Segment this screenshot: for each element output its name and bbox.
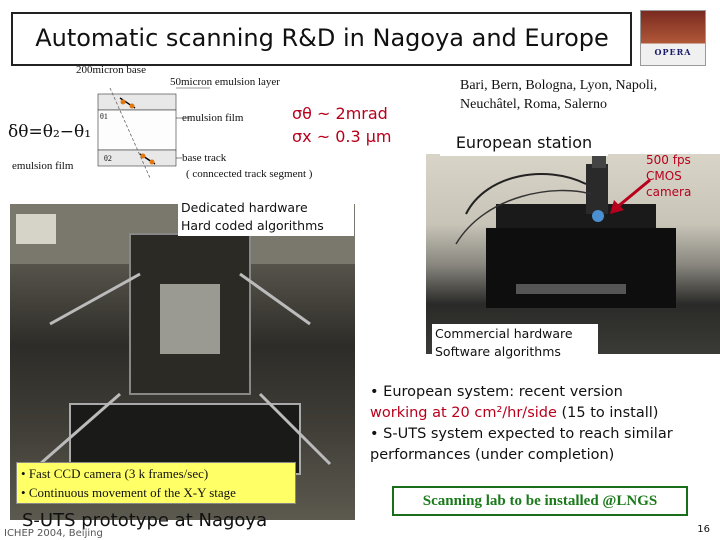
camera-label: 500 fps CMOS camera [646, 153, 692, 199]
ccd-item-1-text: Fast CCD camera (3 k frames/sec) [28, 466, 209, 481]
bullet-1-suffix: (15 to install) [556, 405, 659, 421]
dedicated-label: Dedicated hardware Hard coded algorithms [178, 198, 354, 236]
commercial-line-1: Commercial hardware [435, 326, 573, 341]
grain-2 [129, 103, 135, 109]
bullet-2: • S-UTS system expected to reach similar… [370, 426, 673, 463]
bullet-1: • European system: recent version workin… [370, 382, 718, 424]
basetrack-label: base track [182, 152, 227, 164]
base-label: 200micron base [76, 64, 146, 76]
ccd-item-2: • Continuous movement of the X-Y stage [21, 485, 236, 500]
page-number: 16 [697, 524, 710, 535]
strut-4 [258, 392, 332, 466]
camera-head [592, 154, 606, 168]
commercial-label: Commercial hardware Software algorithms [432, 324, 598, 362]
dedicated-line-1: Dedicated hardware [181, 200, 308, 215]
xy-stage-base [516, 284, 626, 294]
camera-body [586, 164, 608, 214]
commercial-line-2: Software algorithms [435, 344, 561, 359]
ccd-item-1: • Fast CCD camera (3 k frames/sec) [21, 466, 209, 481]
strut-1 [49, 272, 141, 326]
conference-label: ICHEP 2004, Beijing [4, 528, 103, 539]
page-title: Automatic scanning R&D in Nagoya and Eur… [35, 24, 609, 52]
resolution-box: σθ ~ 2mrad σx ~ 0.3 μm [284, 100, 432, 162]
sigma-x: σx ~ 0.3 μm [292, 127, 392, 146]
ccd-features-box: • Fast CCD camera (3 k frames/sec) • Con… [16, 462, 296, 504]
strut-3 [39, 392, 121, 466]
layer-label: 50micron emulsion layer [170, 76, 280, 88]
top-emulsion-layer [97, 93, 177, 111]
sigma-theta: σθ ~ 2mrad [292, 104, 388, 123]
strut-2 [239, 272, 311, 326]
plastic-base [97, 109, 177, 151]
cable-2 [455, 189, 592, 245]
suts-caption: S-UTS prototype at Nagoya [22, 510, 268, 531]
opera-logo-icon: OPERA [640, 10, 706, 66]
monitor [16, 214, 56, 244]
ccd-item-2-text: Continuous movement of the X-Y stage [28, 485, 236, 500]
lngs-box: Scanning lab to be installed @LNGS [392, 486, 688, 516]
bullet-list: • European system: recent version workin… [370, 382, 718, 466]
theta1-label: θ1 [100, 112, 108, 121]
objective-lens [592, 210, 604, 222]
grain-3 [140, 153, 146, 159]
bullet-1-prefix: • European system: recent version [370, 384, 623, 400]
stage-body [486, 228, 676, 308]
cities-list: Bari, Bern, Bologna, Lyon, Napoli, Neuch… [460, 78, 658, 112]
emulsion-diagram: 200micron base 50micron emulsion layer e… [10, 64, 340, 196]
bullet-1-highlight: working at 20 cm²/hr/side [370, 405, 557, 421]
theta2-label: θ2 [104, 154, 112, 163]
arrow-icon [610, 178, 651, 214]
cable-1 [465, 173, 587, 215]
grain-1 [120, 99, 126, 105]
film-label-right: emulsion film [182, 112, 244, 124]
european-station-drawing [455, 154, 676, 308]
dedicated-line-2: Hard coded algorithms [181, 218, 324, 233]
optics-block [160, 284, 220, 354]
delta-theta-formula: δθ=θ₂−θ₁ [8, 122, 92, 142]
stage-top [496, 204, 656, 228]
film-label-left: emulsion film [12, 160, 74, 172]
grain-4 [149, 159, 155, 165]
title-box [11, 12, 632, 66]
logo-text: OPERA [654, 47, 692, 57]
european-station-label: European station [440, 130, 608, 156]
emulsion-diagram-svg [97, 87, 210, 179]
track-line [109, 87, 151, 179]
european-station-photo [426, 154, 720, 354]
segment-label: ( conncected track segment ) [186, 168, 313, 180]
